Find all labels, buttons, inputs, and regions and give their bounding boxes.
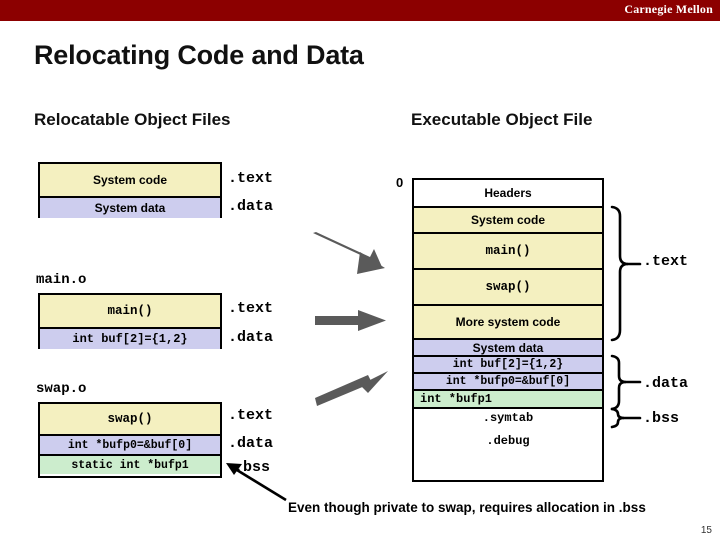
arrow-system-to-exec bbox=[313, 232, 385, 274]
brace-bss bbox=[610, 407, 642, 429]
arrow-main-to-exec bbox=[315, 310, 386, 331]
executable-row-headers: Headers bbox=[414, 180, 602, 206]
swap-object-section-text: .text bbox=[228, 407, 274, 424]
main-object-section-text: .text bbox=[228, 300, 274, 317]
main-object-box: main() int buf[2]={1,2} bbox=[38, 293, 222, 349]
swap-object-box: swap() int *bufp0=&buf[0] static int *bu… bbox=[38, 402, 222, 478]
executable-object-box: Headers System code main() swap() More s… bbox=[412, 178, 604, 482]
executable-row-system-code: System code bbox=[414, 206, 602, 232]
top-banner bbox=[0, 0, 720, 21]
system-object-row-code: System code bbox=[40, 164, 220, 196]
main-object-row-data: int buf[2]={1,2} bbox=[40, 327, 220, 349]
swap-object-row-bss: static int *bufp1 bbox=[40, 454, 220, 474]
executable-row-swap: swap() bbox=[414, 268, 602, 304]
slide-number: 15 bbox=[700, 525, 712, 536]
executable-brace-label-text: .text bbox=[643, 253, 689, 270]
brace-text bbox=[610, 205, 642, 342]
executable-row-bufp1: int *bufp1 bbox=[414, 389, 602, 407]
right-column-heading: Executable Object File bbox=[411, 110, 593, 129]
executable-row-main: main() bbox=[414, 232, 602, 268]
executable-row-symtab: .symtab bbox=[414, 407, 602, 427]
swap-object-row-data: int *bufp0=&buf[0] bbox=[40, 434, 220, 454]
swap-object-section-bss: .bss bbox=[234, 459, 271, 476]
left-column-heading: Relocatable Object Files bbox=[34, 110, 231, 129]
executable-row-system-data: System data bbox=[414, 338, 602, 355]
system-object-row-data: System data bbox=[40, 196, 220, 218]
system-object-box: System code System data bbox=[38, 162, 222, 218]
executable-row-more-code: More system code bbox=[414, 304, 602, 338]
executable-row-debug: .debug bbox=[414, 427, 602, 454]
system-object-section-data: .data bbox=[228, 198, 274, 215]
swap-object-row-text: swap() bbox=[40, 404, 220, 434]
arrow-swap-to-exec bbox=[315, 371, 388, 406]
swap-object-file-label: swap.o bbox=[36, 381, 87, 397]
main-object-section-data: .data bbox=[228, 329, 274, 346]
executable-brace-label-data: .data bbox=[643, 375, 689, 392]
page-title: Relocating Code and Data bbox=[34, 40, 364, 70]
main-object-file-label: main.o bbox=[36, 272, 87, 288]
executable-brace-label-bss: .bss bbox=[643, 410, 680, 427]
footnote-caption: Even though private to swap, requires al… bbox=[288, 500, 646, 515]
brace-data bbox=[610, 354, 642, 411]
executable-row-buf: int buf[2]={1,2} bbox=[414, 355, 602, 372]
origin-address-label: 0 bbox=[396, 175, 404, 190]
main-object-row-text: main() bbox=[40, 295, 220, 327]
system-object-section-text: .text bbox=[228, 170, 274, 187]
brand-label: Carnegie Mellon bbox=[624, 2, 713, 16]
swap-object-section-data: .data bbox=[228, 435, 274, 452]
executable-row-bufp0: int *bufp0=&buf[0] bbox=[414, 372, 602, 389]
